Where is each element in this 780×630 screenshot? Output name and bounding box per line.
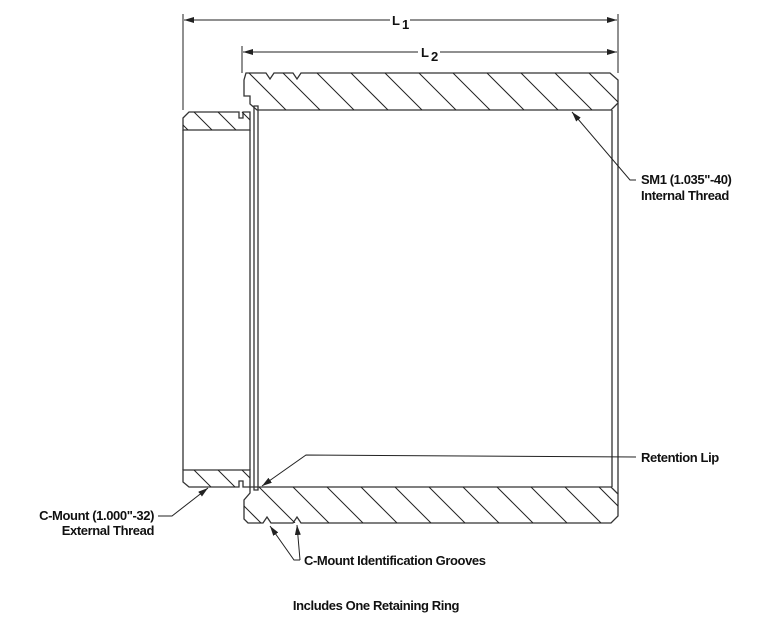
top-wall-section (243, 72, 619, 111)
hatch-line (452, 73, 491, 110)
hatch-line (217, 112, 237, 130)
hatch-line (520, 73, 559, 110)
cmount-thread-label: C-Mount (1.000"-32) (39, 508, 154, 523)
hatch-line (462, 487, 500, 523)
hatch-line (258, 487, 296, 523)
retention-lip-label: Retention Lip (641, 450, 719, 465)
hatch-line (554, 73, 593, 110)
l1-label: L (392, 13, 400, 28)
hatch-line (598, 487, 618, 523)
dimension-l2: L 2 (241, 45, 617, 73)
caption: Includes One Retaining Ring (293, 598, 460, 613)
grooves-label: C-Mount Identification Grooves (304, 553, 486, 568)
sm1-thread-label: SM1 (1.035"-40) (641, 172, 732, 187)
hatch-line (384, 73, 423, 110)
hatch-line (394, 487, 432, 523)
hatch-line (217, 470, 236, 487)
sm1-thread-label-2: Internal Thread (641, 188, 729, 203)
hatch-line (193, 470, 212, 487)
hatch-line (282, 73, 321, 110)
hatch-line (248, 73, 287, 110)
hatch-line (428, 487, 466, 523)
hatch-line (418, 73, 457, 110)
hatch-line (193, 112, 213, 130)
hatch-line (241, 112, 250, 130)
hatch-line (244, 487, 262, 523)
hatch-line (588, 73, 618, 110)
hatch-line (496, 487, 534, 523)
dimension-l1: L 1 (182, 13, 619, 110)
hatch-line (564, 487, 602, 523)
l2-subscript: 2 (431, 49, 438, 64)
hatch-line (183, 470, 188, 487)
hatch-line (350, 73, 389, 110)
hatch-line (360, 487, 398, 523)
hatch-line (316, 73, 355, 110)
hatch-line (326, 487, 364, 523)
l2-label: L (421, 45, 429, 60)
bottom-wall-section (243, 486, 619, 524)
hatch-line (183, 112, 189, 130)
hatch-line (244, 73, 253, 110)
l1-subscript: 1 (402, 17, 409, 32)
hatch-line (530, 487, 568, 523)
bore-outline (182, 103, 619, 494)
hatch-line (241, 470, 250, 487)
hatch-line (486, 73, 525, 110)
cmount-thread-label-2: External Thread (62, 523, 155, 538)
hatch-line (292, 487, 330, 523)
leader-lines (158, 111, 637, 561)
